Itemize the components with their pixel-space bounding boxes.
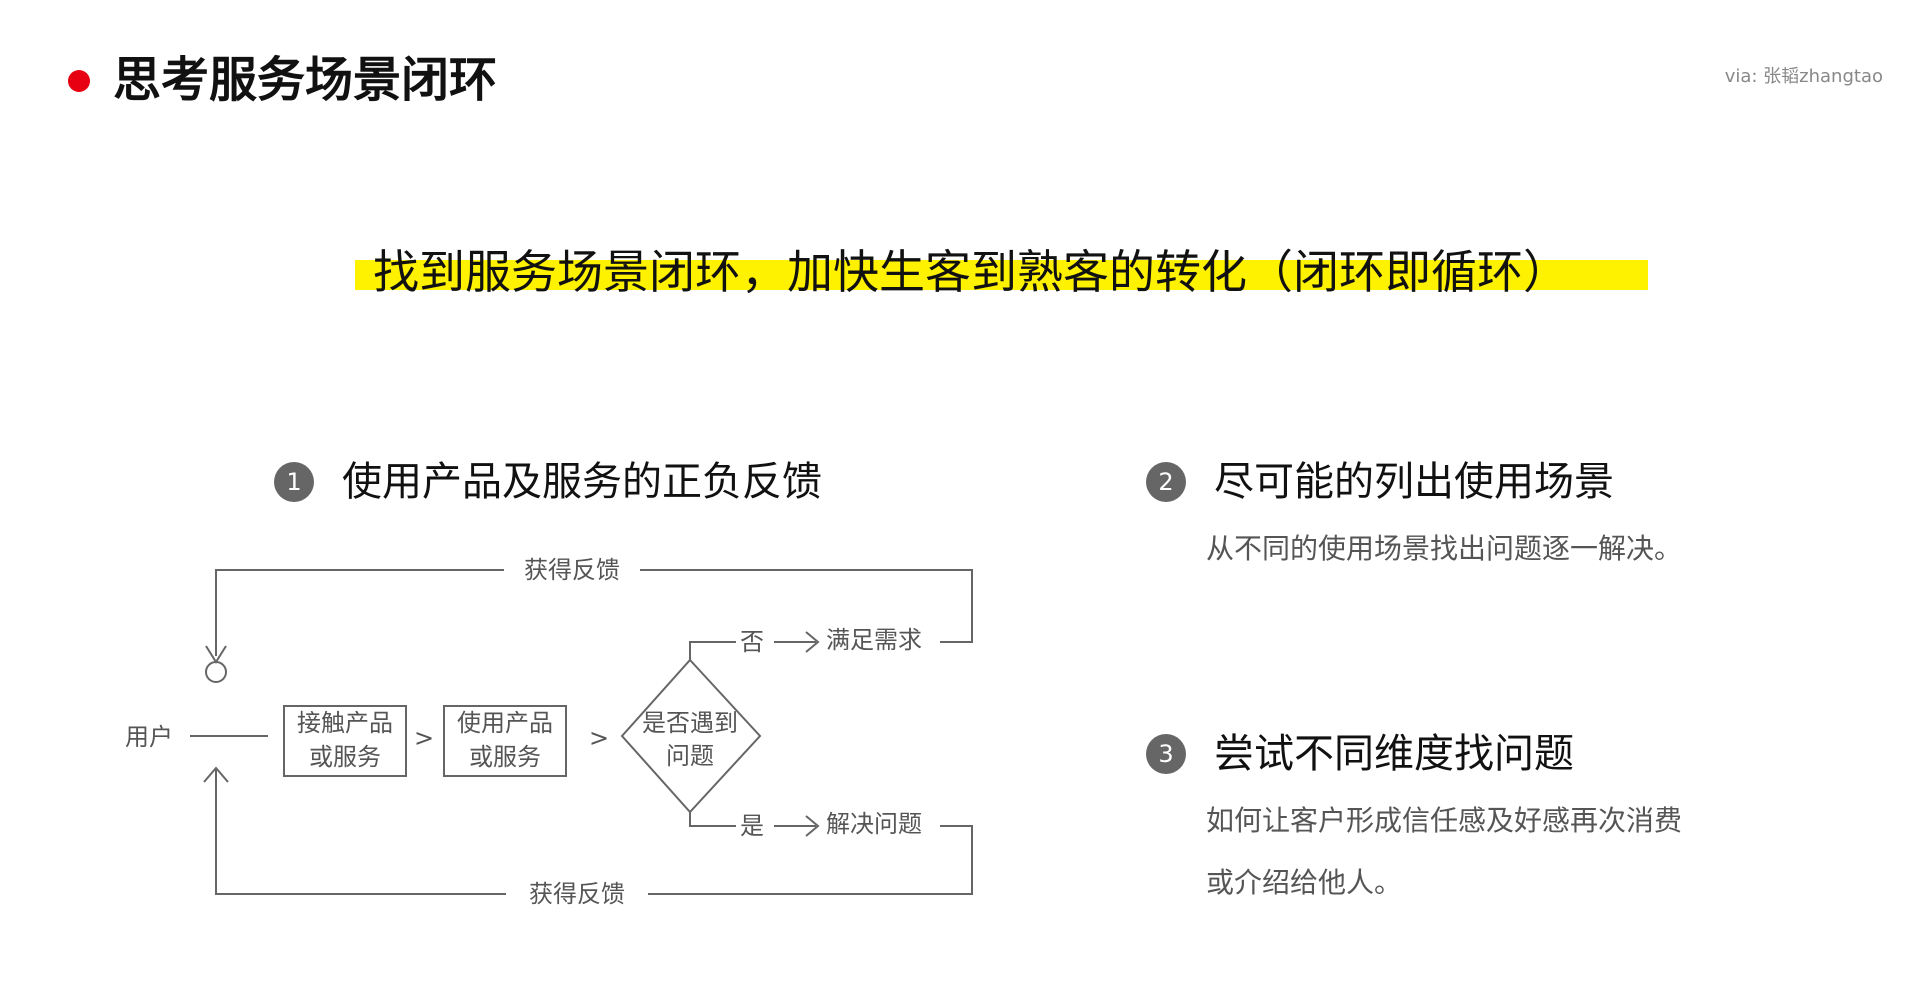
title-bullet-dot xyxy=(68,70,90,92)
section-2-heading: 2 尽可能的列出使用场景 xyxy=(1146,458,1614,506)
yes-label: 是 xyxy=(740,812,764,840)
headline-text: 找到服务场景闭环，加快生客到熟客的转化（闭环即循环） xyxy=(373,245,1569,299)
section-1-number-badge: 1 xyxy=(274,462,314,502)
no-branch-line xyxy=(689,641,736,660)
yes-result-label: 解决问题 xyxy=(826,810,922,838)
yes-branch-line xyxy=(689,812,736,827)
use-product-label-line-2: 或服务 xyxy=(469,743,541,771)
section-1-title: 使用产品及服务的正负反馈 xyxy=(342,459,822,505)
yes-arrow-head xyxy=(805,815,820,837)
section-3-desc-line-2: 或介绍给他人。 xyxy=(1206,866,1403,899)
use-product-box xyxy=(443,705,567,777)
touch-product-label-line-2: 或服务 xyxy=(309,743,381,771)
bottom-feedback-line-right xyxy=(648,825,973,895)
user-node-circle xyxy=(205,661,227,683)
section-1-heading: 1 使用产品及服务的正负反馈 xyxy=(274,458,822,506)
bottom-feedback-line-left xyxy=(215,768,506,895)
no-result-label: 满足需求 xyxy=(826,626,922,654)
section-3-number-badge: 3 xyxy=(1146,734,1186,774)
top-feedback-label: 获得反馈 xyxy=(524,556,620,584)
touch-product-box xyxy=(283,705,407,777)
page-title: 思考服务场景闭环 xyxy=(113,52,498,108)
top-feedback-line-left xyxy=(215,569,504,656)
bottom-feedback-label: 获得反馈 xyxy=(529,880,625,908)
section-3-desc-line-1: 如何让客户形成信任感及好感再次消费 xyxy=(1206,804,1683,837)
section-2-title: 尽可能的列出使用场景 xyxy=(1214,459,1614,505)
section-2-number-badge: 2 xyxy=(1146,462,1186,502)
author-credit: via: 张韬zhangtao xyxy=(1724,66,1883,87)
no-label: 否 xyxy=(740,628,764,656)
top-feedback-line-right xyxy=(640,569,973,643)
section-3-heading: 3 尝试不同维度找问题 xyxy=(1146,730,1574,778)
headline: 找到服务场景闭环，加快生客到熟客的转化（闭环即循环） xyxy=(355,245,1648,299)
user-label: 用户 xyxy=(125,723,173,751)
step-separator-1: > xyxy=(414,724,434,752)
bottom-feedback-arrow xyxy=(203,766,229,783)
decision-label-line-2: 问题 xyxy=(666,742,714,770)
no-arrow-head xyxy=(805,631,820,653)
touch-product-label-line-1: 接触产品 xyxy=(297,709,393,737)
headline-highlight xyxy=(355,260,1648,290)
use-product-label-line-1: 使用产品 xyxy=(457,709,553,737)
decision-label-line-1: 是否遇到 xyxy=(642,709,738,737)
step-separator-2: > xyxy=(589,724,609,752)
section-3-title: 尝试不同维度找问题 xyxy=(1214,731,1574,777)
section-2-desc: 从不同的使用场景找出问题逐一解决。 xyxy=(1206,532,1683,565)
